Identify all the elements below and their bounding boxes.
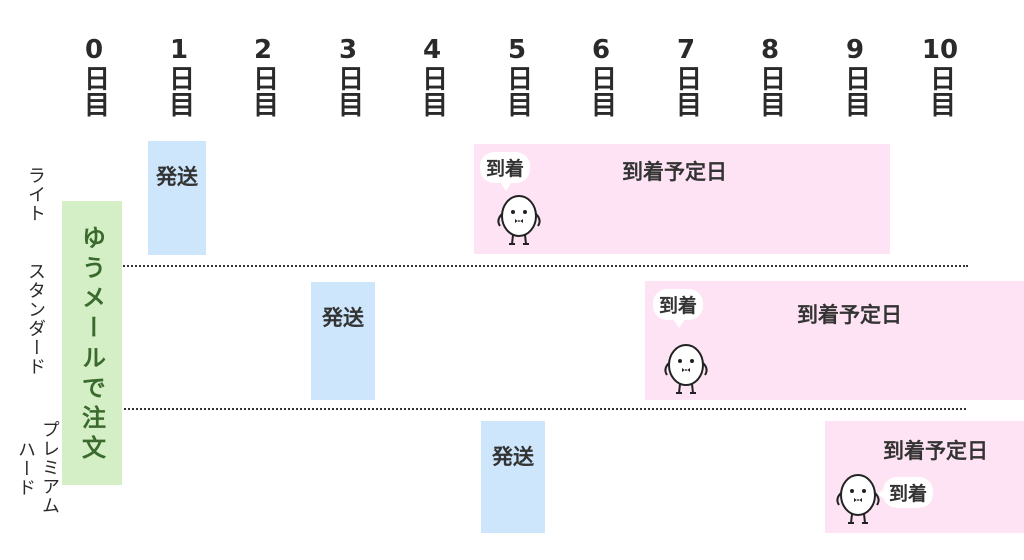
day-number: 1 bbox=[169, 35, 189, 65]
day-header-5: 5 日目 bbox=[489, 36, 545, 124]
ship-block-light: 発送 bbox=[148, 141, 206, 255]
day-suffix: 日目 bbox=[248, 65, 279, 117]
day-suffix: 日目 bbox=[755, 65, 786, 117]
arrival-bubble: 到着 bbox=[653, 289, 704, 328]
day-header-3: 3 日目 bbox=[320, 36, 376, 124]
ship-block-premium: 発送 bbox=[481, 421, 545, 533]
mascot-icon bbox=[836, 474, 880, 524]
day-header-10: 10 日目 bbox=[912, 36, 968, 124]
day-number: 10 bbox=[921, 35, 959, 65]
day-number: 0 bbox=[84, 35, 104, 65]
arrival-bubble: 到着 bbox=[480, 152, 531, 191]
arrival-block-premium: 到着予定日 到着 bbox=[825, 421, 1024, 533]
day-header-9: 9 日目 bbox=[827, 36, 883, 124]
day-suffix: 日目 bbox=[417, 65, 448, 117]
row-divider bbox=[68, 265, 968, 267]
day-header-4: 4 日目 bbox=[404, 36, 460, 124]
day-header-6: 6 日目 bbox=[573, 36, 629, 124]
day-number: 8 bbox=[760, 35, 780, 65]
day-suffix: 日目 bbox=[502, 65, 533, 117]
day-header-0: 0 日目 bbox=[66, 36, 122, 124]
arrival-block-standard: 到着予定日 到着 bbox=[645, 281, 1024, 400]
arrival-title: 到着予定日 bbox=[883, 439, 988, 463]
arrival-block-light: 到着予定日 到着 bbox=[474, 144, 890, 254]
mascot-icon bbox=[497, 195, 541, 245]
day-suffix: 日目 bbox=[840, 65, 871, 117]
day-header-8: 8 日目 bbox=[742, 36, 798, 124]
arrival-title: 到着予定日 bbox=[797, 303, 902, 327]
day-header-7: 7 日目 bbox=[658, 36, 714, 124]
order-bar: ゆうメールで注文 bbox=[62, 201, 122, 485]
day-suffix: 日目 bbox=[586, 65, 617, 117]
day-header-1: 1 日目 bbox=[151, 36, 207, 124]
day-number: 7 bbox=[676, 35, 696, 65]
row-label-hard: ハード bbox=[15, 440, 36, 497]
day-suffix: 日目 bbox=[925, 65, 956, 117]
day-number: 3 bbox=[338, 35, 358, 65]
row-label-standard: スタンダード bbox=[25, 262, 46, 376]
day-suffix: 日目 bbox=[333, 65, 364, 117]
day-header-2: 2 日目 bbox=[235, 36, 291, 124]
ship-block-standard: 発送 bbox=[311, 282, 375, 400]
day-number: 5 bbox=[507, 35, 527, 65]
arrival-title: 到着予定日 bbox=[622, 160, 727, 184]
day-number: 2 bbox=[253, 35, 273, 65]
arrival-bubble: 到着 bbox=[876, 477, 934, 508]
day-suffix: 日目 bbox=[164, 65, 195, 117]
row-label-light: ライト bbox=[25, 166, 46, 223]
mascot-icon bbox=[664, 344, 708, 394]
day-suffix: 日目 bbox=[671, 65, 702, 117]
day-number: 4 bbox=[422, 35, 442, 65]
day-number: 6 bbox=[591, 35, 611, 65]
row-label-premium: プレミアム bbox=[39, 420, 60, 515]
row-divider bbox=[68, 408, 966, 410]
day-number: 9 bbox=[845, 35, 865, 65]
day-suffix: 日目 bbox=[79, 65, 110, 117]
